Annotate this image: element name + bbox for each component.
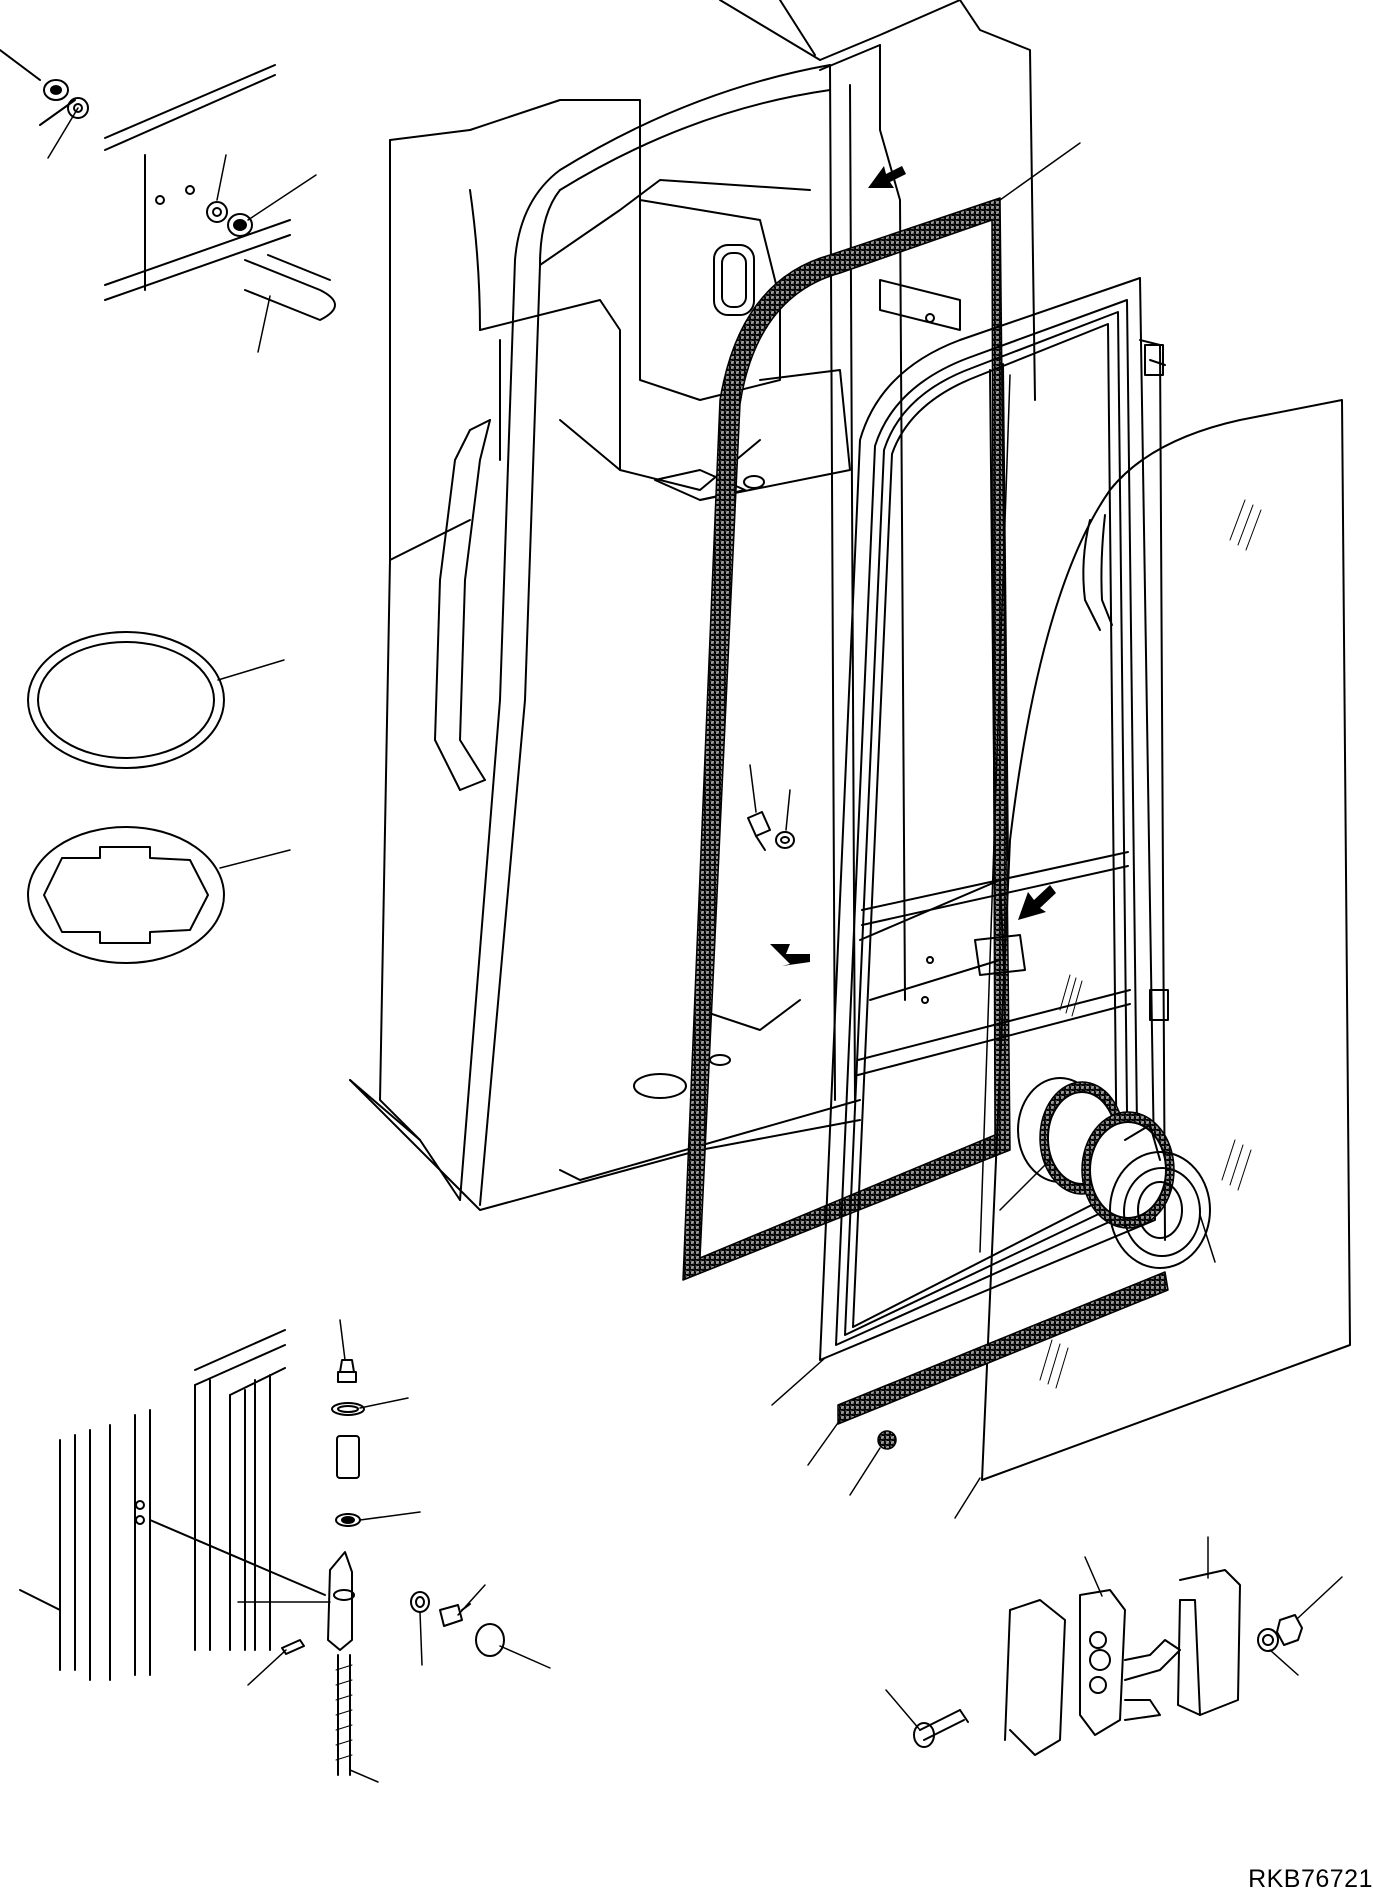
callout-leader — [248, 1650, 286, 1685]
callout-leader — [1000, 143, 1080, 200]
callout-leader — [808, 1420, 840, 1465]
callout-leader — [220, 850, 290, 868]
direction-arrows — [770, 166, 1056, 966]
bottom-seal-strip — [838, 1272, 1168, 1449]
door-lock-assembly — [1018, 1078, 1210, 1268]
callout-leader — [1085, 1557, 1102, 1596]
callout-leader — [786, 790, 790, 830]
callout-leader — [360, 1512, 420, 1520]
callout-leader — [850, 1448, 880, 1495]
callout-leader — [350, 1770, 378, 1782]
arrow-top — [868, 166, 906, 188]
callout-leader — [48, 108, 78, 158]
callout-leader — [1270, 1650, 1298, 1675]
callout-leader — [217, 155, 226, 200]
callout-leaders — [0, 50, 1342, 1782]
arrow-middle-right — [1018, 885, 1056, 920]
callout-leader — [772, 1358, 825, 1405]
door-frame — [820, 278, 1168, 1360]
hinge-detail — [20, 1330, 504, 1775]
inner-door-handle — [1083, 515, 1112, 630]
center-hardware — [748, 812, 794, 850]
callout-leader — [360, 1398, 408, 1408]
door-seal-frame — [683, 198, 1010, 1280]
callout-leader — [0, 50, 40, 80]
callout-leader — [218, 660, 284, 680]
cab-frame — [350, 0, 1035, 1210]
callout-leader — [340, 1320, 345, 1360]
arrow-middle-left — [770, 944, 810, 966]
callout-leader — [420, 1612, 422, 1665]
callout-leader — [980, 375, 1010, 1252]
callout-leader — [1298, 1577, 1342, 1618]
callout-leader — [258, 296, 270, 352]
callout-leader — [1200, 1215, 1215, 1262]
callout-leader — [1000, 1160, 1050, 1210]
callout-leader — [248, 175, 316, 220]
callout-leader — [955, 1478, 980, 1518]
oring-round — [28, 632, 224, 768]
door-glass — [982, 400, 1350, 1480]
callout-leader — [500, 1646, 550, 1668]
callout-leader — [886, 1690, 920, 1730]
lock-catch-detail — [914, 1570, 1302, 1755]
drawing-reference-code: RKB76721 — [1248, 1865, 1373, 1893]
callout-leader — [750, 765, 756, 812]
callout-leader — [458, 1585, 485, 1615]
ubolt-detail — [0, 50, 335, 320]
oring-shaped — [28, 827, 224, 963]
